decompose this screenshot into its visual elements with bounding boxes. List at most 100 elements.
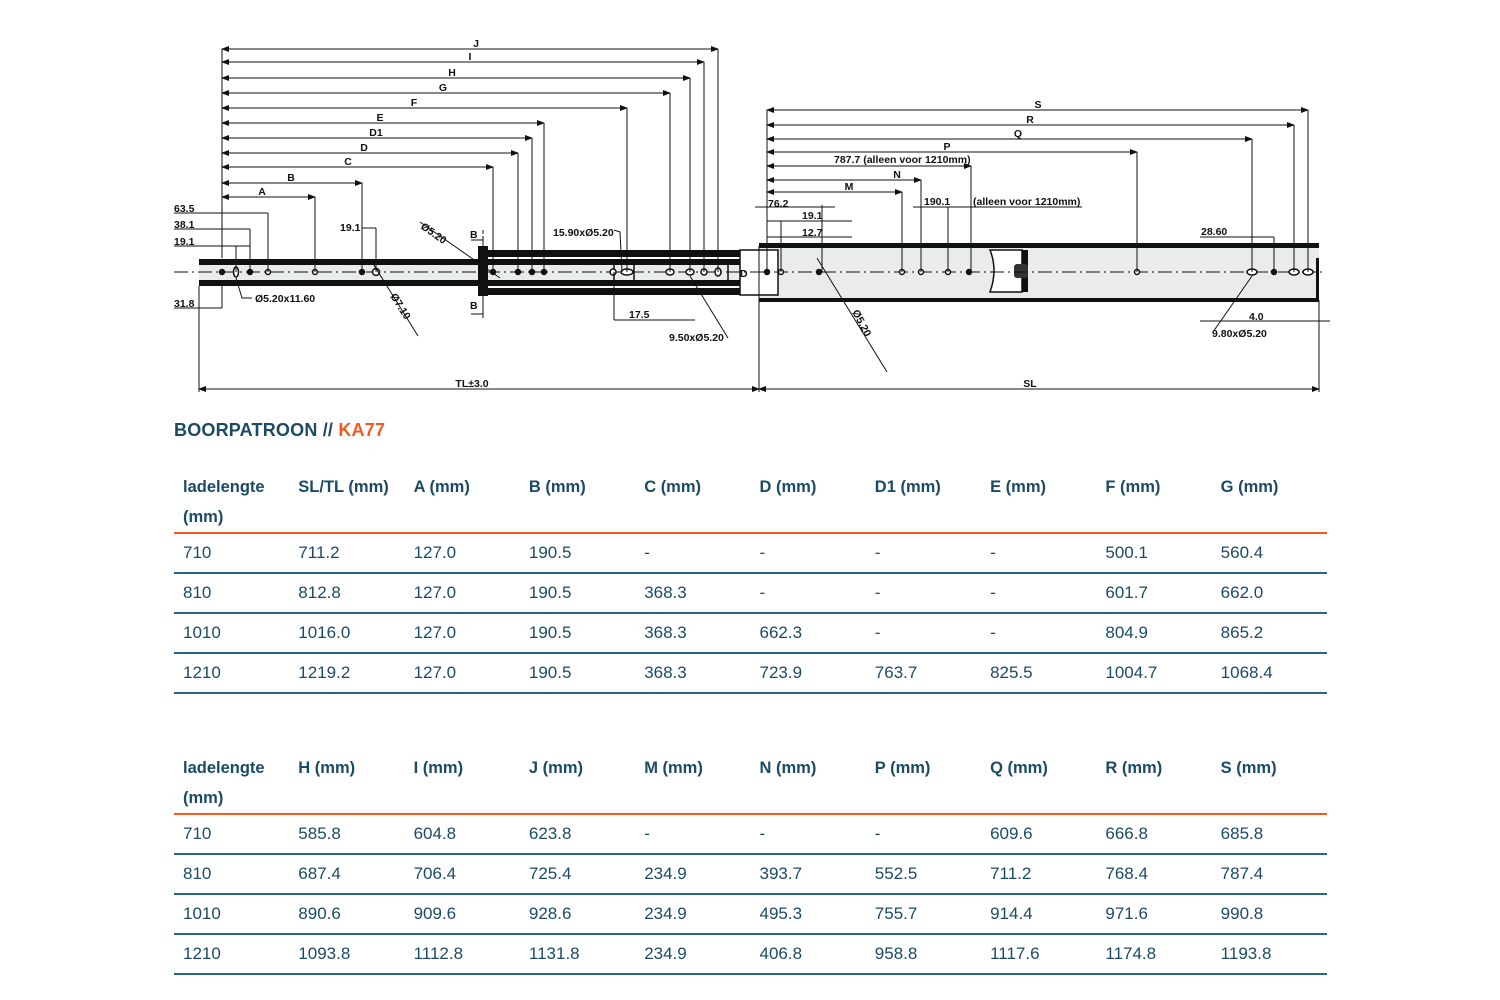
table-cell: 393.7: [750, 854, 866, 895]
table-cell: 810: [174, 573, 290, 614]
table-cell: 127.0: [404, 533, 520, 574]
dim-label-a: A: [258, 186, 266, 198]
dim-label-c: C: [344, 156, 352, 168]
table-cell: 1131.8: [519, 934, 636, 975]
dim-label-d: D: [360, 142, 368, 154]
table-cell: -: [635, 533, 751, 574]
table-cell: 1010: [174, 613, 290, 654]
col-header: P (mm): [865, 743, 982, 815]
table-cell: 500.1: [1096, 533, 1212, 574]
table-cell: 368.3: [635, 613, 751, 654]
dim-31-8: 31.8: [174, 298, 195, 310]
table-cell: 368.3: [635, 573, 751, 614]
dim-label-m: M: [845, 181, 854, 193]
table-cell: 1117.6: [981, 934, 1097, 975]
table-cell: 1004.7: [1096, 653, 1212, 694]
table-cell: 560.4: [1211, 533, 1327, 574]
dim-label-b: B: [287, 172, 295, 184]
col-header: N (mm): [750, 743, 866, 815]
label-slot-left: Ø5.20x11.60: [255, 293, 315, 305]
col-header: S (mm): [1211, 743, 1327, 815]
table-cell: 127.0: [404, 613, 520, 654]
table-cell: 609.6: [981, 814, 1097, 855]
table-cell: 725.4: [519, 854, 636, 895]
col-header: J (mm): [519, 743, 636, 815]
dim-label-f: F: [411, 97, 418, 109]
col-header: Q (mm): [981, 743, 1097, 815]
table-cell: 662.3: [750, 613, 866, 654]
label-note-1210: (alleen voor 1210mm): [973, 196, 1080, 208]
label-hole-520-left: Ø5.20: [418, 221, 448, 247]
table-cell: 601.7: [1096, 573, 1212, 614]
left-dimension-labels: J I H G F E D1 D C B A 63.5 38.1 19.1 31…: [174, 38, 748, 390]
table-cell: 234.9: [635, 894, 751, 935]
table-cell: 234.9: [635, 934, 751, 975]
table-cell: 495.3: [750, 894, 866, 935]
dim-label-e: E: [376, 112, 383, 124]
table-cell: 1174.8: [1096, 934, 1212, 975]
dim-12-7: 12.7: [802, 227, 823, 239]
dim-tl: TL±3.0: [455, 378, 488, 390]
table-cell: 928.6: [519, 894, 636, 935]
table-cell: 190.5: [519, 653, 636, 694]
table-cell: 990.8: [1211, 894, 1327, 935]
table-cell: 711.2: [289, 533, 405, 574]
dim-19-1-mid: 19.1: [340, 222, 361, 234]
table-cell: 1016.0: [289, 613, 405, 654]
table-cell: 914.4: [981, 894, 1097, 935]
table-cell: 971.6: [1096, 894, 1212, 935]
table-cell: 1193.8: [1211, 934, 1327, 975]
label-slot-980: 9.80xØ5.20: [1212, 328, 1267, 340]
table-cell: 710: [174, 814, 290, 855]
drill-pattern-table-1: ladelengte (mm) SL/TL (mm) A (mm) B (mm)…: [174, 462, 1327, 694]
dim-label-q: Q: [1014, 128, 1022, 140]
table-header-row: ladelengte (mm) H (mm) I (mm) J (mm) M (…: [174, 743, 1327, 815]
table-cell: 763.7: [865, 653, 982, 694]
table-cell: -: [981, 573, 1097, 614]
table-cell: 711.2: [981, 854, 1097, 895]
label-d-marker: D: [740, 268, 748, 280]
col-header: F (mm): [1096, 462, 1212, 534]
table-cell: -: [865, 533, 982, 574]
table-cell: 1112.8: [404, 934, 520, 975]
table-cell: 909.6: [404, 894, 520, 935]
section-title: BOORPATROON // KA77: [174, 420, 385, 441]
dim-17-5: 17.5: [629, 309, 650, 321]
dim-label-j: J: [473, 38, 479, 50]
col-header: A (mm): [404, 462, 520, 534]
table-cell: 890.6: [289, 894, 405, 935]
table-cell: -: [981, 613, 1097, 654]
left-rail: [199, 246, 759, 296]
table-cell: 710: [174, 533, 290, 574]
dim-label-p: P: [943, 141, 950, 153]
table-cell: 666.8: [1096, 814, 1212, 855]
right-dimension-lines: [755, 107, 1330, 392]
dim-label-n: N: [893, 169, 901, 181]
col-header: ladelengte (mm): [174, 743, 290, 815]
col-header: G (mm): [1211, 462, 1327, 534]
table-cell: 825.5: [981, 653, 1097, 694]
table-cell: -: [865, 814, 982, 855]
table-cell: 1219.2: [289, 653, 405, 694]
table-cell: 406.8: [750, 934, 866, 975]
table-cell: 127.0: [404, 573, 520, 614]
dim-label-s: S: [1034, 99, 1041, 111]
dim-4-0: 4.0: [1249, 311, 1264, 323]
col-header: I (mm): [404, 743, 520, 815]
dim-label-d1: D1: [369, 127, 383, 139]
table-cell: 190.5: [519, 573, 636, 614]
table-cell: 127.0: [404, 653, 520, 694]
table-cell: 768.4: [1096, 854, 1212, 895]
drill-pattern-table-2: ladelengte (mm) H (mm) I (mm) J (mm) M (…: [174, 743, 1327, 975]
table-cell: 865.2: [1211, 613, 1327, 654]
col-header: C (mm): [635, 462, 751, 534]
label-section-b-top: B: [470, 229, 478, 241]
col-header: M (mm): [635, 743, 751, 815]
dim-label-g: G: [439, 82, 447, 94]
table-cell: 958.8: [865, 934, 982, 975]
col-header: B (mm): [519, 462, 636, 534]
